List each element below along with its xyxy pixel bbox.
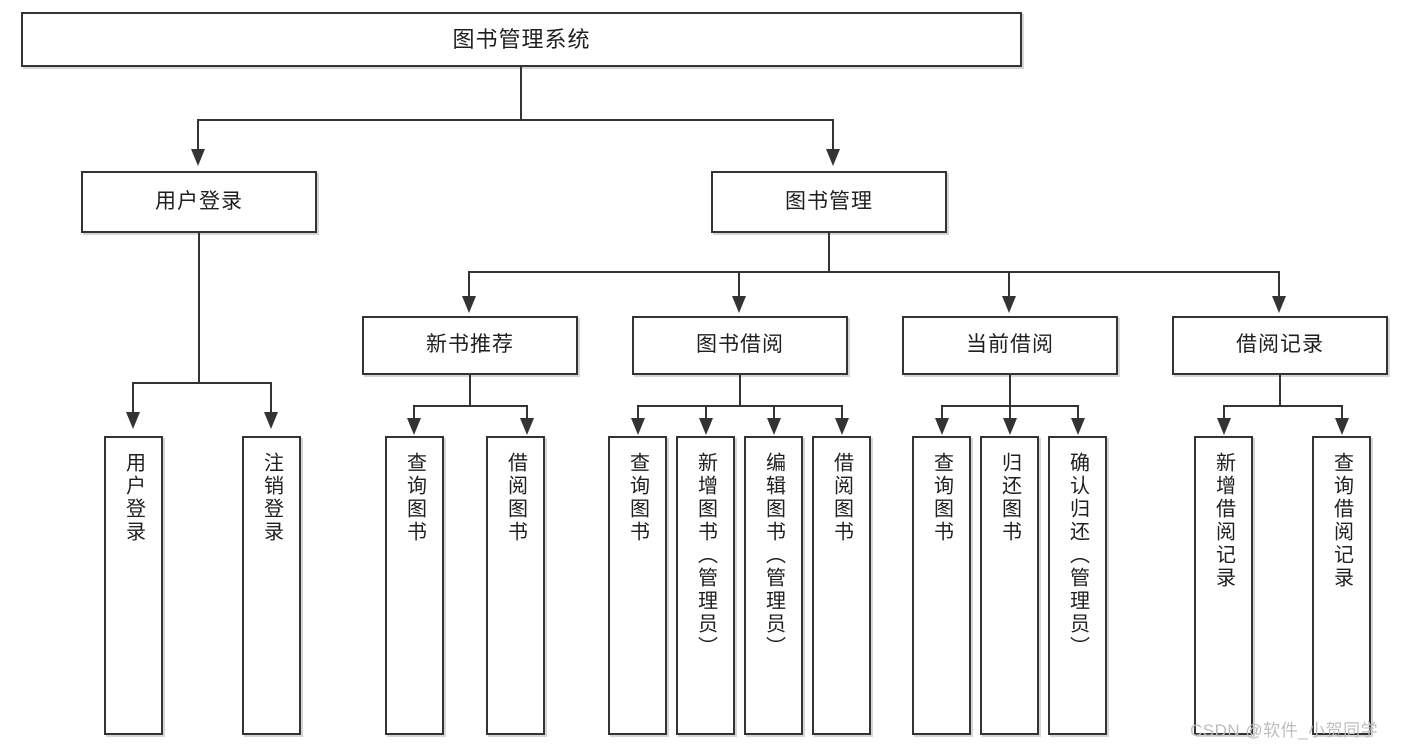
leaf-current-return-book[interactable]: 归还图书 xyxy=(980,436,1039,735)
node-label: 归还图书 xyxy=(998,452,1021,544)
arrow-currentborrow-leaf-3 xyxy=(1071,418,1085,435)
edge-currentborrow-drop-1 xyxy=(941,405,943,421)
arrow-bookmgmt-to-newbook xyxy=(462,296,476,313)
edge-bookborrow-stem xyxy=(739,375,741,406)
edge-root-to-bookmgmt xyxy=(832,119,834,151)
leaf-newbook-query-book[interactable]: 查询图书 xyxy=(385,436,444,735)
edge-userlogin-bus xyxy=(132,382,270,384)
arrow-userlogin-leaf-1 xyxy=(126,412,140,429)
node-user-login[interactable]: 用户登录 xyxy=(81,171,317,233)
leaf-borrow-add-book[interactable]: 新增图书（管理员） xyxy=(676,436,735,735)
edge-borrowrecord-bus xyxy=(1223,405,1343,407)
leaf-newbook-borrow-book[interactable]: 借阅图书 xyxy=(486,436,545,735)
edge-bookmgmt-drop-4 xyxy=(1278,271,1280,300)
edge-borrowrecord-stem xyxy=(1279,375,1281,406)
arrow-newbook-leaf-1 xyxy=(407,418,421,435)
leaf-record-query-record[interactable]: 查询借阅记录 xyxy=(1312,436,1371,735)
edge-newbook-drop-2 xyxy=(526,405,528,421)
leaf-record-add-record[interactable]: 新增借阅记录 xyxy=(1194,436,1253,735)
arrow-currentborrow-leaf-2 xyxy=(1003,418,1017,435)
arrow-bookmgmt-to-record xyxy=(1272,296,1286,313)
edge-bookmgmt-drop-2 xyxy=(738,271,740,300)
arrow-bookborrow-leaf-1 xyxy=(631,418,645,435)
edge-bookborrow-drop-1 xyxy=(637,405,639,421)
watermark: CSDN @软件_小贺同学 xyxy=(1190,721,1379,740)
arrow-bookmgmt-to-borrow xyxy=(732,296,746,313)
leaf-borrow-borrow-book[interactable]: 借阅图书 xyxy=(812,436,871,735)
leaf-user-logout[interactable]: 注销登录 xyxy=(242,436,301,735)
node-label: 图书管理系统 xyxy=(452,26,591,52)
leaf-current-query-book[interactable]: 查询图书 xyxy=(912,436,971,735)
node-label: 查询图书 xyxy=(626,452,649,544)
edge-bookborrow-drop-2 xyxy=(705,405,707,421)
edge-borrowrecord-drop-1 xyxy=(1223,405,1225,421)
arrow-borrowrecord-leaf-2 xyxy=(1335,418,1349,435)
edge-bookmgmt-drop-3 xyxy=(1008,271,1010,300)
node-label: 用户登录 xyxy=(122,452,145,544)
arrow-borrowrecord-leaf-1 xyxy=(1217,418,1231,435)
edge-currentborrow-stem xyxy=(1009,375,1011,406)
node-label: 用户登录 xyxy=(155,189,243,213)
edge-borrowrecord-drop-2 xyxy=(1341,405,1343,421)
node-label: 新书推荐 xyxy=(426,333,514,357)
leaf-current-confirm-return[interactable]: 确认归还（管理员） xyxy=(1048,436,1107,735)
arrow-currentborrow-leaf-1 xyxy=(935,418,949,435)
edge-bookmgmt-drop-1 xyxy=(468,271,470,300)
arrow-root-to-bookmgmt xyxy=(826,149,840,166)
node-label: 编辑图书（管理员） xyxy=(762,452,785,659)
arrow-newbook-leaf-2 xyxy=(520,418,534,435)
arrow-userlogin-leaf-2 xyxy=(264,412,278,429)
node-label: 注销登录 xyxy=(260,452,283,544)
node-book-management[interactable]: 图书管理 xyxy=(711,171,947,233)
node-label: 查询借阅记录 xyxy=(1330,452,1353,590)
edge-currentborrow-drop-3 xyxy=(1077,405,1079,421)
node-label: 图书借阅 xyxy=(696,333,784,357)
edge-bookmgmt-stem xyxy=(828,233,830,272)
node-book-borrow[interactable]: 图书借阅 xyxy=(632,316,848,375)
node-label: 图书管理 xyxy=(785,189,873,213)
edge-userlogin-stem xyxy=(198,233,200,383)
edge-bookborrow-drop-3 xyxy=(773,405,775,421)
arrow-bookborrow-leaf-3 xyxy=(767,418,781,435)
edge-bookmgmt-bus xyxy=(468,271,1280,273)
arrow-bookmgmt-to-current xyxy=(1002,296,1016,313)
node-borrow-record[interactable]: 借阅记录 xyxy=(1172,316,1388,375)
edge-userlogin-drop-1 xyxy=(132,382,134,414)
node-label: 新增图书（管理员） xyxy=(694,452,717,659)
node-root-system[interactable]: 图书管理系统 xyxy=(21,12,1022,67)
node-label: 新增借阅记录 xyxy=(1212,452,1235,590)
arrow-bookborrow-leaf-2 xyxy=(699,418,713,435)
node-label: 查询图书 xyxy=(930,452,953,544)
edge-newbook-bus xyxy=(413,405,528,407)
leaf-user-login[interactable]: 用户登录 xyxy=(104,436,163,735)
edge-root-to-userlogin xyxy=(197,119,199,151)
node-label: 借阅记录 xyxy=(1236,333,1324,357)
arrow-bookborrow-leaf-4 xyxy=(835,418,849,435)
node-label: 借阅图书 xyxy=(830,452,853,544)
node-current-borrow[interactable]: 当前借阅 xyxy=(902,316,1118,375)
edge-currentborrow-drop-2 xyxy=(1009,405,1011,421)
leaf-borrow-query-book[interactable]: 查询图书 xyxy=(608,436,667,735)
node-label: 查询图书 xyxy=(403,452,426,544)
edge-newbook-drop-1 xyxy=(413,405,415,421)
arrow-root-to-userlogin xyxy=(191,149,205,166)
node-new-book-recommend[interactable]: 新书推荐 xyxy=(362,316,578,375)
edge-newbook-stem xyxy=(469,375,471,406)
node-label: 借阅图书 xyxy=(504,452,527,544)
edge-bookborrow-bus xyxy=(637,405,843,407)
node-label: 确认归还（管理员） xyxy=(1066,452,1089,659)
edge-root-stem xyxy=(520,67,522,120)
node-label: 当前借阅 xyxy=(966,333,1054,357)
edge-bookborrow-drop-4 xyxy=(841,405,843,421)
edge-userlogin-drop-2 xyxy=(270,382,272,414)
leaf-borrow-edit-book[interactable]: 编辑图书（管理员） xyxy=(744,436,803,735)
edge-root-bus xyxy=(197,119,834,121)
